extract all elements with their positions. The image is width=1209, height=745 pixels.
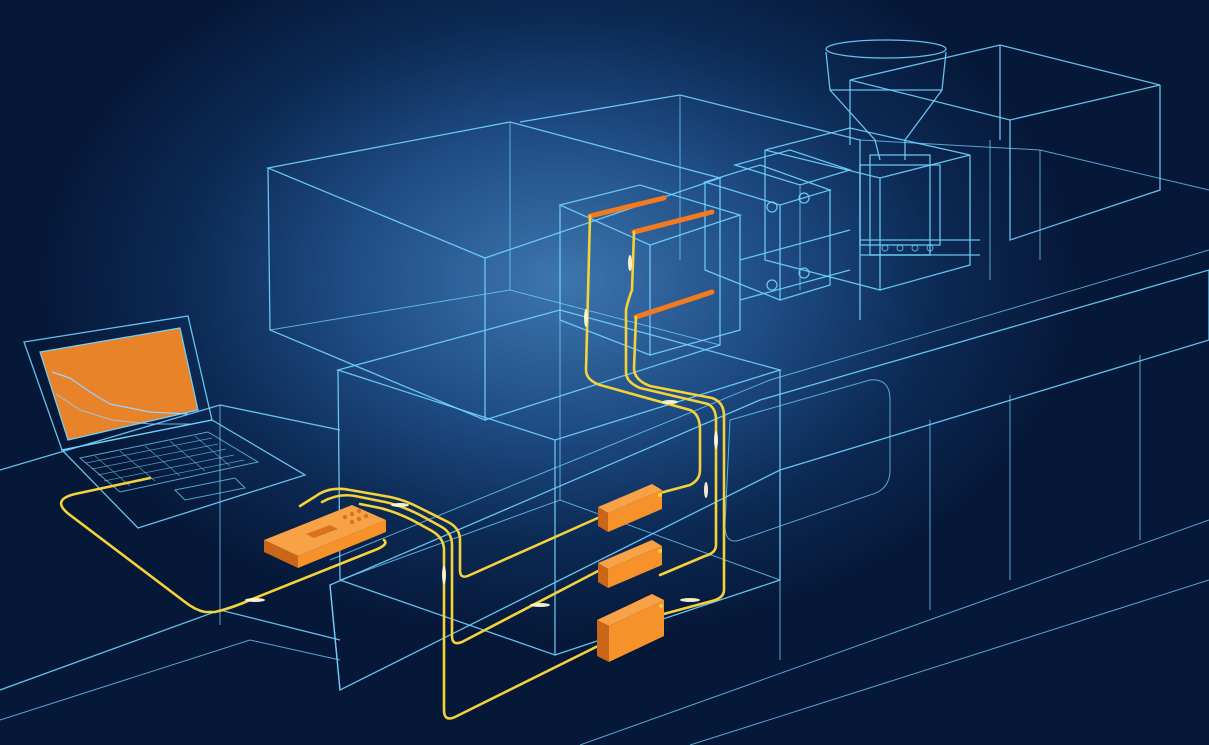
laptop-icon xyxy=(23,315,307,529)
injection-unit xyxy=(764,44,1209,291)
keyboard-grid xyxy=(85,435,245,488)
machine-base-frame xyxy=(329,249,1209,745)
mould-plates xyxy=(558,149,853,356)
amplifier-box-icon xyxy=(597,594,664,662)
cable-glints xyxy=(245,255,718,607)
cable-sensor-2 xyxy=(624,230,718,577)
sensor-bar-icon xyxy=(631,209,715,235)
sensor-bar-icon xyxy=(633,289,715,320)
cable-laptop xyxy=(59,476,387,614)
screen-curve xyxy=(51,371,189,415)
laptop-screen xyxy=(39,327,199,441)
data-acquisition-unit xyxy=(264,505,386,568)
sensor-bar-icon xyxy=(587,195,667,219)
cable-sensor-3 xyxy=(632,315,726,617)
cable-amp-3 xyxy=(358,502,602,720)
hopper-icon xyxy=(825,39,947,161)
unit-display xyxy=(306,525,338,538)
amplifier-box-icon xyxy=(598,484,662,532)
cable-amp-1 xyxy=(298,487,602,578)
amplifier-box-icon xyxy=(598,540,662,588)
clamp-housing xyxy=(265,94,861,421)
cable-amp-2 xyxy=(320,493,602,645)
cable-sensor-1 xyxy=(584,214,702,495)
control-cabinet xyxy=(335,309,783,656)
sensor-cables xyxy=(59,214,726,720)
sensor-bars xyxy=(587,195,715,320)
